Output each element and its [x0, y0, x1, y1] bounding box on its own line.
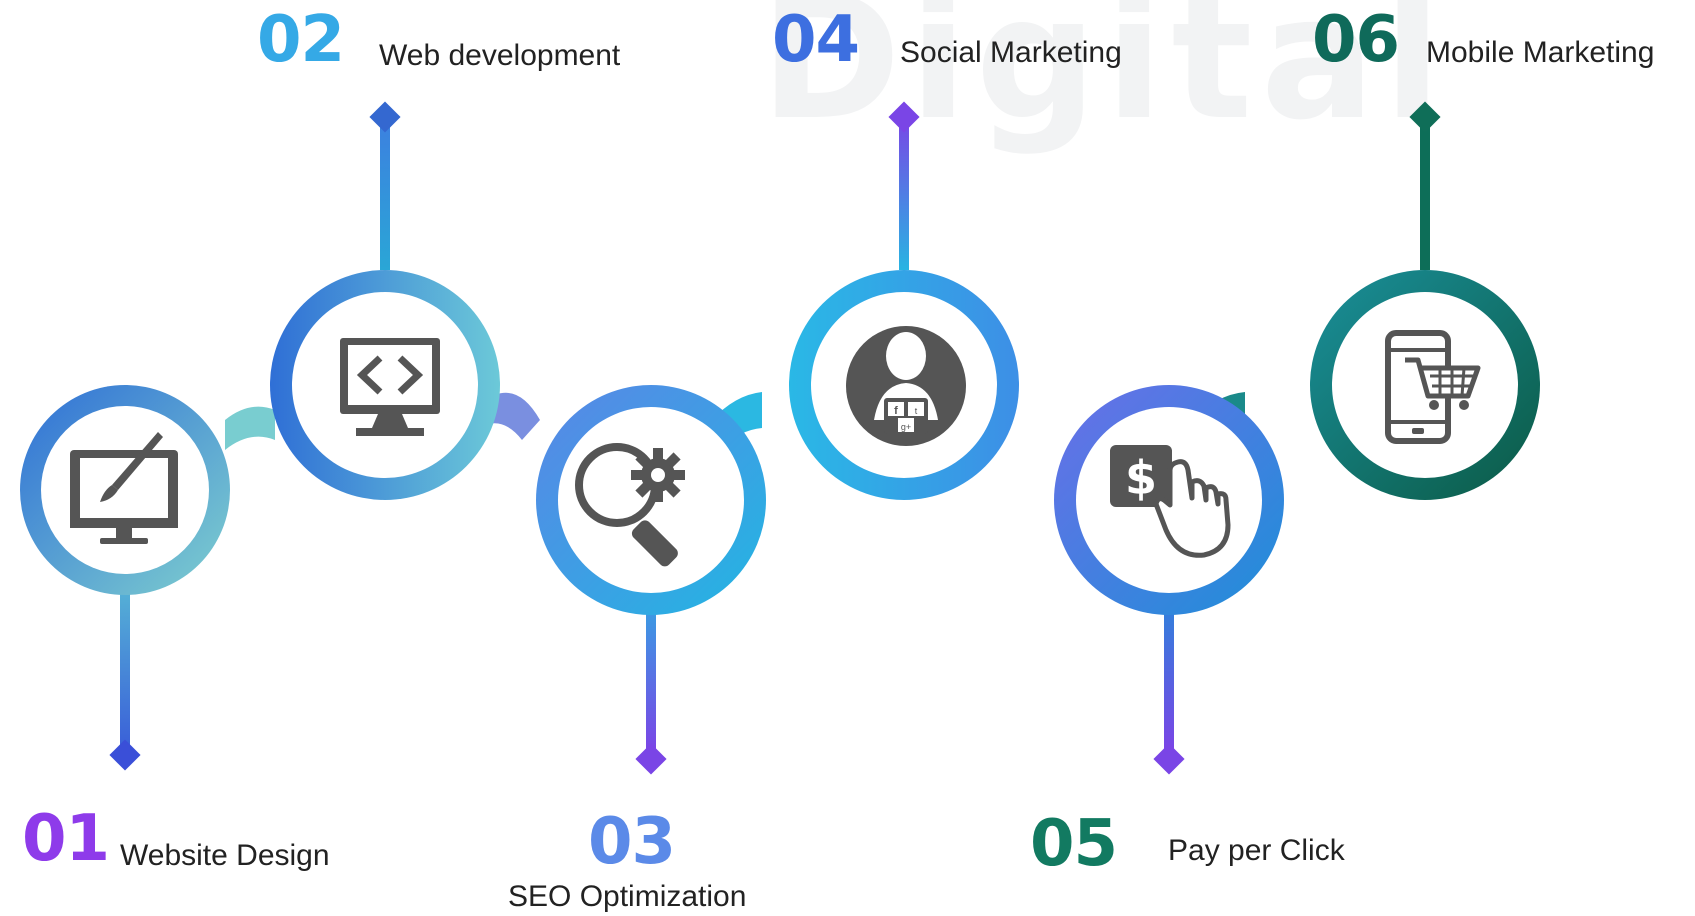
mobile-cart-icon	[1385, 330, 1481, 444]
svg-text:g+: g+	[901, 422, 911, 432]
dollar-click-hand-icon: $	[1110, 445, 1231, 558]
svg-text:f: f	[894, 405, 898, 417]
step-05-title: Pay per Click	[1168, 834, 1345, 867]
diamond-04	[888, 101, 920, 133]
stem-05	[1164, 570, 1174, 750]
step-02-title: Web development	[379, 39, 621, 72]
step-06-title: Mobile Marketing	[1426, 36, 1655, 69]
magnifier-gear-icon	[575, 443, 685, 567]
code-monitor-icon	[340, 338, 440, 436]
diamond-01	[109, 739, 141, 771]
svg-text:t: t	[915, 406, 918, 416]
step-06-number: 06	[1312, 3, 1400, 77]
step-01-number: 01	[22, 802, 110, 876]
monitor-paintbrush-icon	[70, 432, 178, 544]
step-02-number: 02	[257, 3, 345, 77]
diamond-03	[635, 743, 667, 775]
step-04-title: Social Marketing	[900, 36, 1122, 69]
timeline-rings	[20, 270, 1540, 615]
background-watermark: Digital	[760, 0, 1450, 158]
diamond-02	[369, 101, 401, 133]
stem-03	[646, 570, 656, 750]
svg-text:$: $	[1125, 451, 1157, 505]
social-person-icon: f t g+	[846, 326, 966, 446]
step-01-title: Website Design	[120, 839, 330, 872]
step-05-number: 05	[1030, 807, 1118, 881]
step-03-number: 03	[588, 805, 676, 879]
diamond-05	[1153, 743, 1185, 775]
stem-06	[1420, 115, 1430, 270]
timeline-stems	[120, 115, 1430, 750]
stem-02	[380, 115, 390, 270]
step-04-number: 04	[772, 3, 860, 77]
stem-01	[120, 560, 130, 750]
diamond-06	[1409, 101, 1441, 133]
step-03-title: SEO Optimization	[508, 880, 747, 913]
stem-04	[899, 115, 909, 270]
